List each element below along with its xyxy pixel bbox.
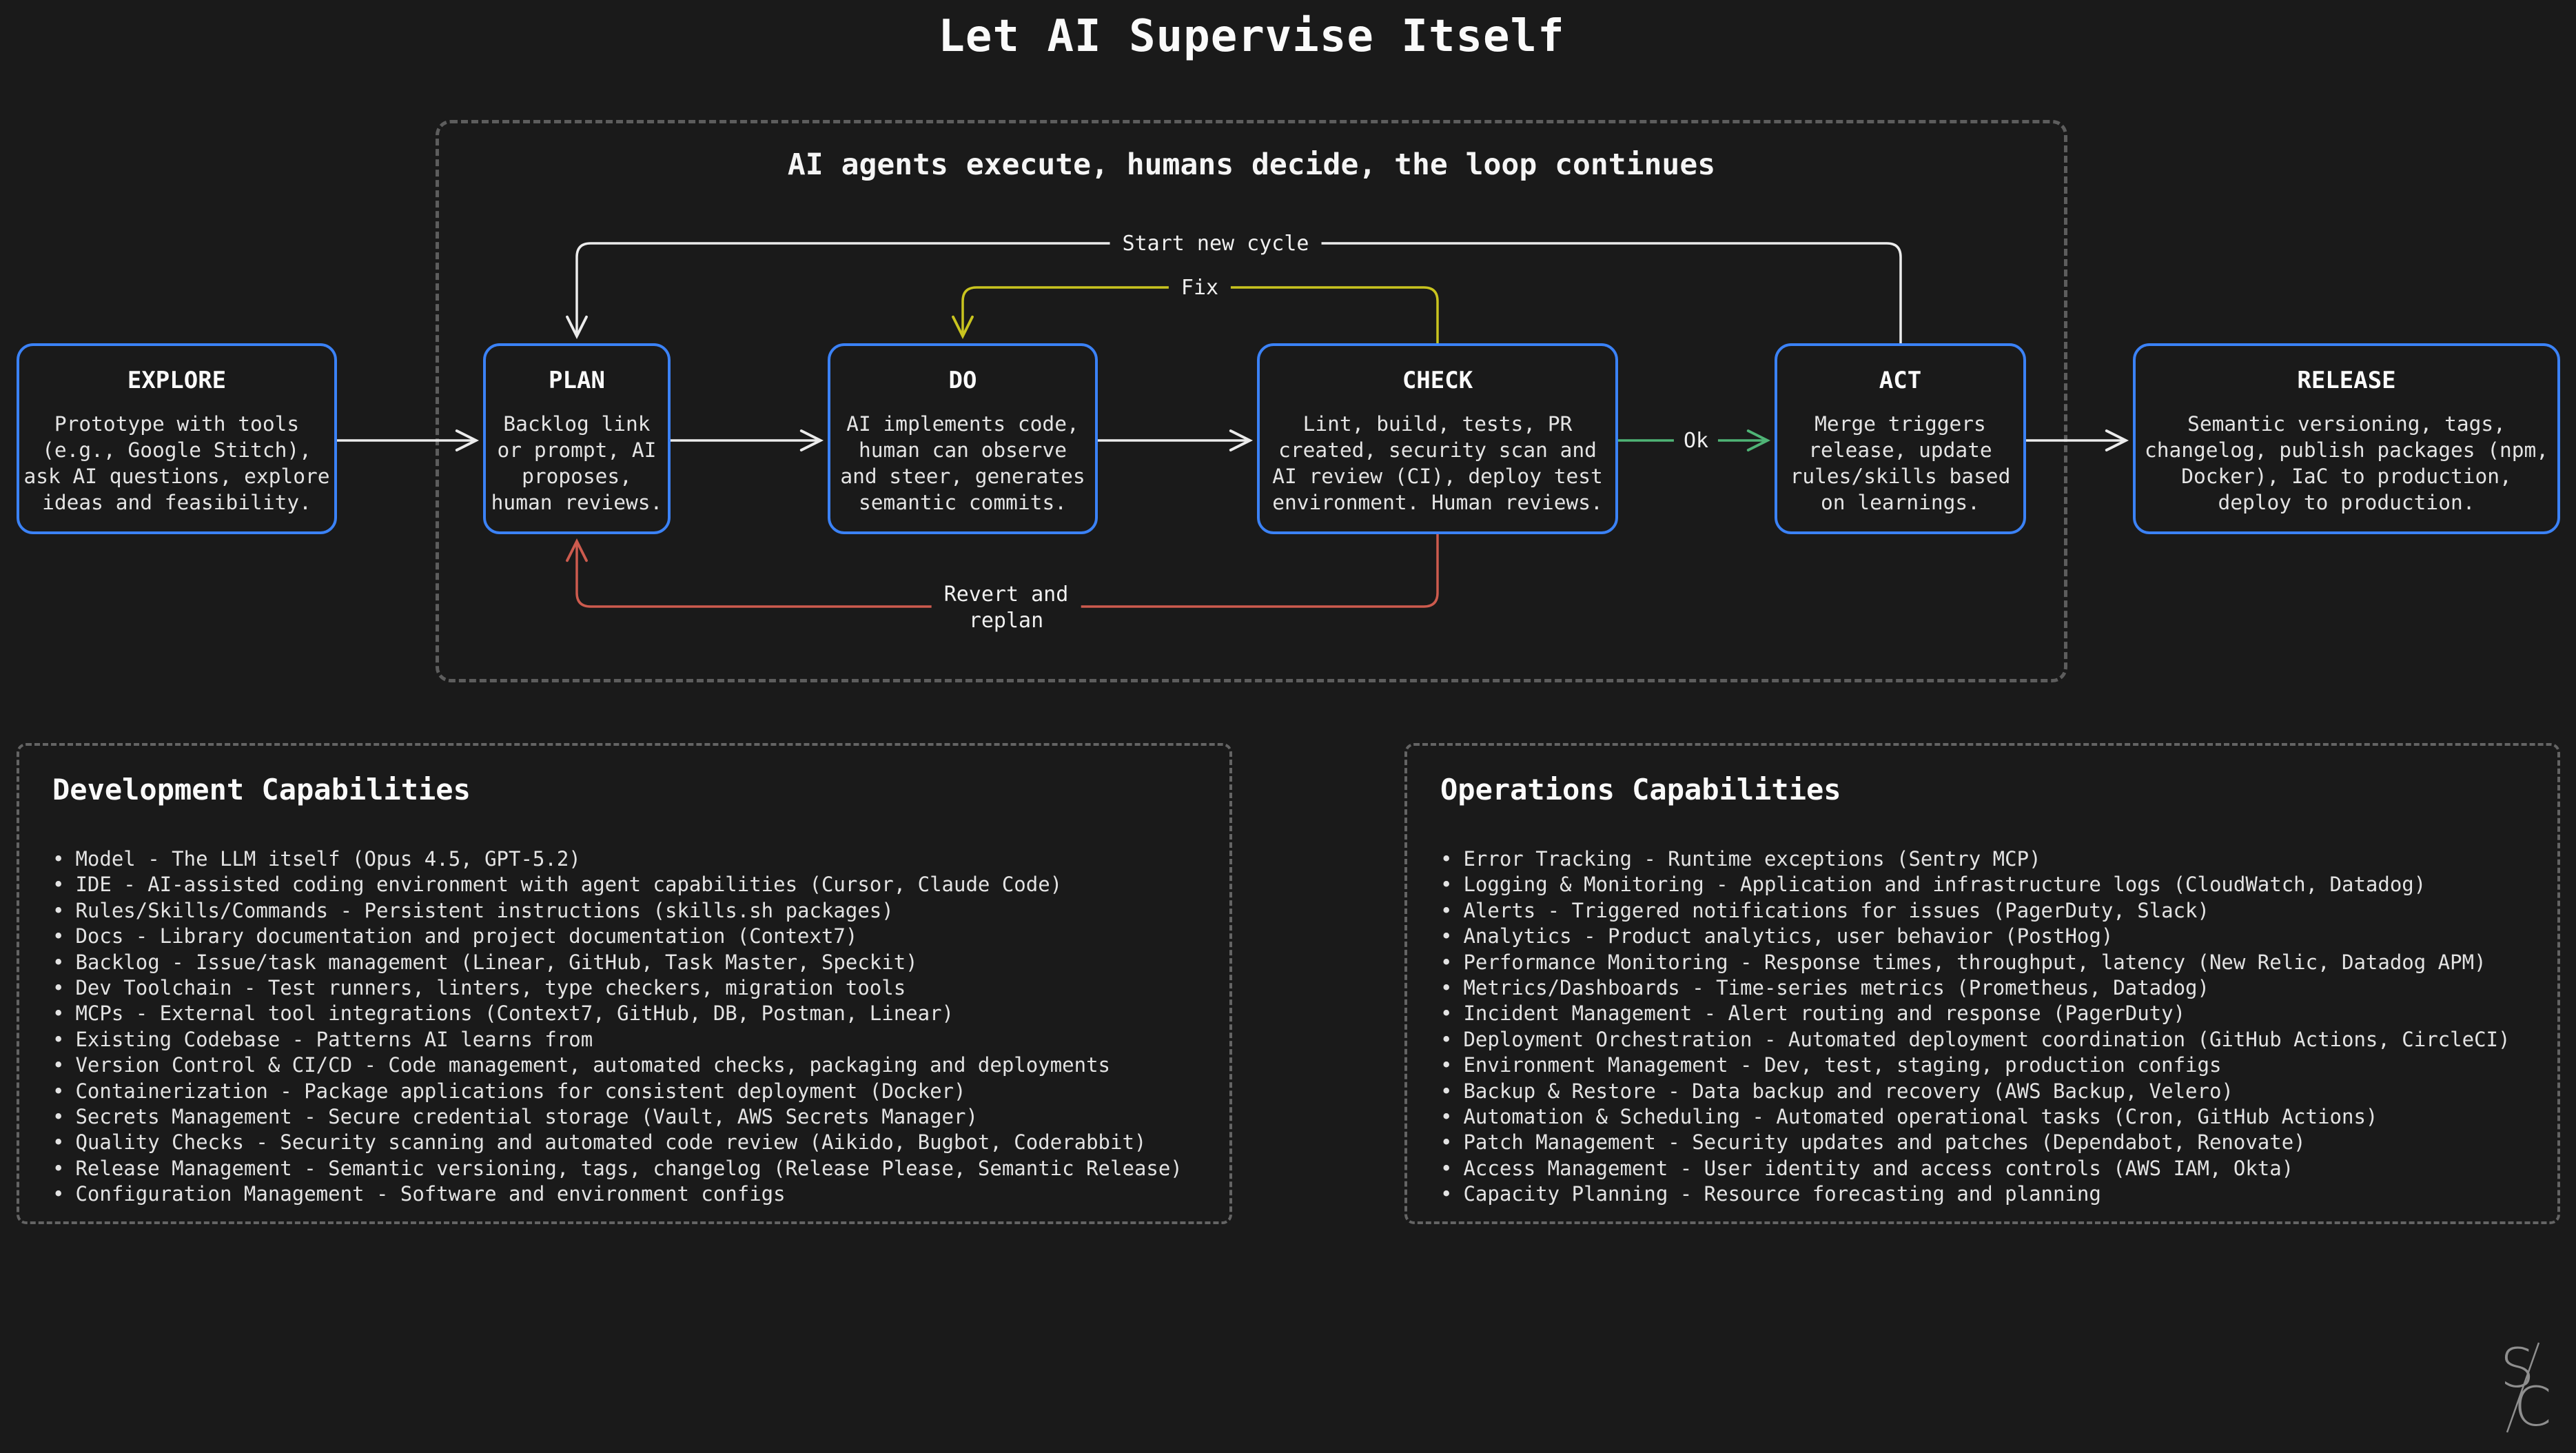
capability-item: MCPs - External tool integrations (Conte… xyxy=(52,1001,1224,1026)
development-capabilities-list: Model - The LLM itself (Opus 4.5, GPT-5.… xyxy=(52,846,1224,1208)
capability-item: IDE - AI-assisted coding environment wit… xyxy=(52,872,1224,897)
capability-item: Metrics/Dashboards - Time-series metrics… xyxy=(1440,975,2552,1001)
revert-label-line2: replan xyxy=(968,609,1044,633)
logo-slash xyxy=(2506,1342,2540,1433)
operations-capabilities-panel: Operations Capabilities Error Tracking -… xyxy=(1404,743,2560,1224)
capability-item: Error Tracking - Runtime exceptions (Sen… xyxy=(1440,846,2552,872)
capability-item: Release Management - Semantic versioning… xyxy=(52,1156,1224,1181)
capability-item: Existing Codebase - Patterns AI learns f… xyxy=(52,1027,1224,1053)
capability-item: Dev Toolchain - Test runners, linters, t… xyxy=(52,975,1224,1001)
capability-item: Backup & Restore - Data backup and recov… xyxy=(1440,1079,2552,1104)
box-body-release: Semantic versioning, tags, changelog, pu… xyxy=(2144,412,2549,514)
capability-item: Analytics - Product analytics, user beha… xyxy=(1440,924,2552,949)
capability-item: Backlog - Issue/task management (Linear,… xyxy=(52,950,1224,975)
capability-item: Model - The LLM itself (Opus 4.5, GPT-5.… xyxy=(52,846,1224,872)
capability-item: Alerts - Triggered notifications for iss… xyxy=(1440,898,2552,924)
flow-box-release: RELEASE Semantic versioning, tags, chang… xyxy=(2133,343,2560,534)
revert-and-replan-label: Revert and replan xyxy=(931,580,1081,636)
box-body-plan: Backlog link or prompt, AI proposes, hum… xyxy=(491,412,663,514)
capability-item: Access Management - User identity and ac… xyxy=(1440,1156,2552,1181)
flow-box-check: CHECK Lint, build, tests, PR created, se… xyxy=(1257,343,1618,534)
sc-monogram-logo: S C xyxy=(2500,1338,2551,1439)
box-body-do: AI implements code, human can observe an… xyxy=(840,412,1085,514)
box-body-check: Lint, build, tests, PR created, security… xyxy=(1272,412,1603,514)
capability-item: Rules/Skills/Commands - Persistent instr… xyxy=(52,898,1224,924)
flow-box-plan: PLAN Backlog link or prompt, AI proposes… xyxy=(483,343,671,534)
capability-item: Secrets Management - Secure credential s… xyxy=(52,1104,1224,1130)
box-title-check: CHECK xyxy=(1402,367,1473,394)
capability-item: Version Control & CI/CD - Code managemen… xyxy=(52,1053,1224,1078)
capability-item: Performance Monitoring - Response times,… xyxy=(1440,950,2552,975)
flow-box-explore: EXPLORE Prototype with tools (e.g., Goog… xyxy=(17,343,337,534)
logo-letter-c: C xyxy=(2514,1376,2551,1439)
capability-item: Containerization - Package applications … xyxy=(52,1079,1224,1104)
capability-item: Incident Management - Alert routing and … xyxy=(1440,1001,2552,1026)
operations-capabilities-list: Error Tracking - Runtime exceptions (Sen… xyxy=(1440,846,2552,1208)
operations-capabilities-title: Operations Capabilities xyxy=(1440,773,1841,806)
development-capabilities-title: Development Capabilities xyxy=(52,773,471,806)
loop-dashed-container xyxy=(436,120,2067,682)
development-capabilities-panel: Development Capabilities Model - The LLM… xyxy=(17,743,1232,1224)
capability-item: Docs - Library documentation and project… xyxy=(52,924,1224,949)
capability-item: Environment Management - Dev, test, stag… xyxy=(1440,1053,2552,1078)
revert-label-line1: Revert and xyxy=(943,582,1069,607)
box-title-explore: EXPLORE xyxy=(127,367,227,394)
start-new-cycle-label: Start new cycle xyxy=(1110,230,1322,258)
box-title-act: ACT xyxy=(1879,367,1922,394)
box-title-plan: PLAN xyxy=(549,367,605,394)
box-title-do: DO xyxy=(948,367,977,394)
capability-item: Deployment Orchestration - Automated dep… xyxy=(1440,1027,2552,1053)
capability-item: Patch Management - Security updates and … xyxy=(1440,1130,2552,1155)
capability-item: Quality Checks - Security scanning and a… xyxy=(52,1130,1224,1155)
page-title: Let AI Supervise Itself xyxy=(938,11,1565,62)
fix-label: Fix xyxy=(1168,274,1231,303)
capability-item: Capacity Planning - Resource forecasting… xyxy=(1440,1181,2552,1207)
capability-item: Automation & Scheduling - Automated oper… xyxy=(1440,1104,2552,1130)
capability-item: Logging & Monitoring - Application and i… xyxy=(1440,872,2552,897)
flow-box-do: DO AI implements code, human can observe… xyxy=(828,343,1098,534)
flow-box-act: ACT Merge triggers release, update rules… xyxy=(1775,343,2026,534)
loop-subtitle: AI agents execute, humans decide, the lo… xyxy=(787,148,1716,182)
box-body-act: Merge triggers release, update rules/ski… xyxy=(1790,412,2011,514)
ok-label: Ok xyxy=(1673,427,1719,456)
box-title-release: RELEASE xyxy=(2297,367,2396,394)
capability-item: Configuration Management - Software and … xyxy=(52,1181,1224,1207)
box-body-explore: Prototype with tools (e.g., Google Stitc… xyxy=(23,412,330,514)
